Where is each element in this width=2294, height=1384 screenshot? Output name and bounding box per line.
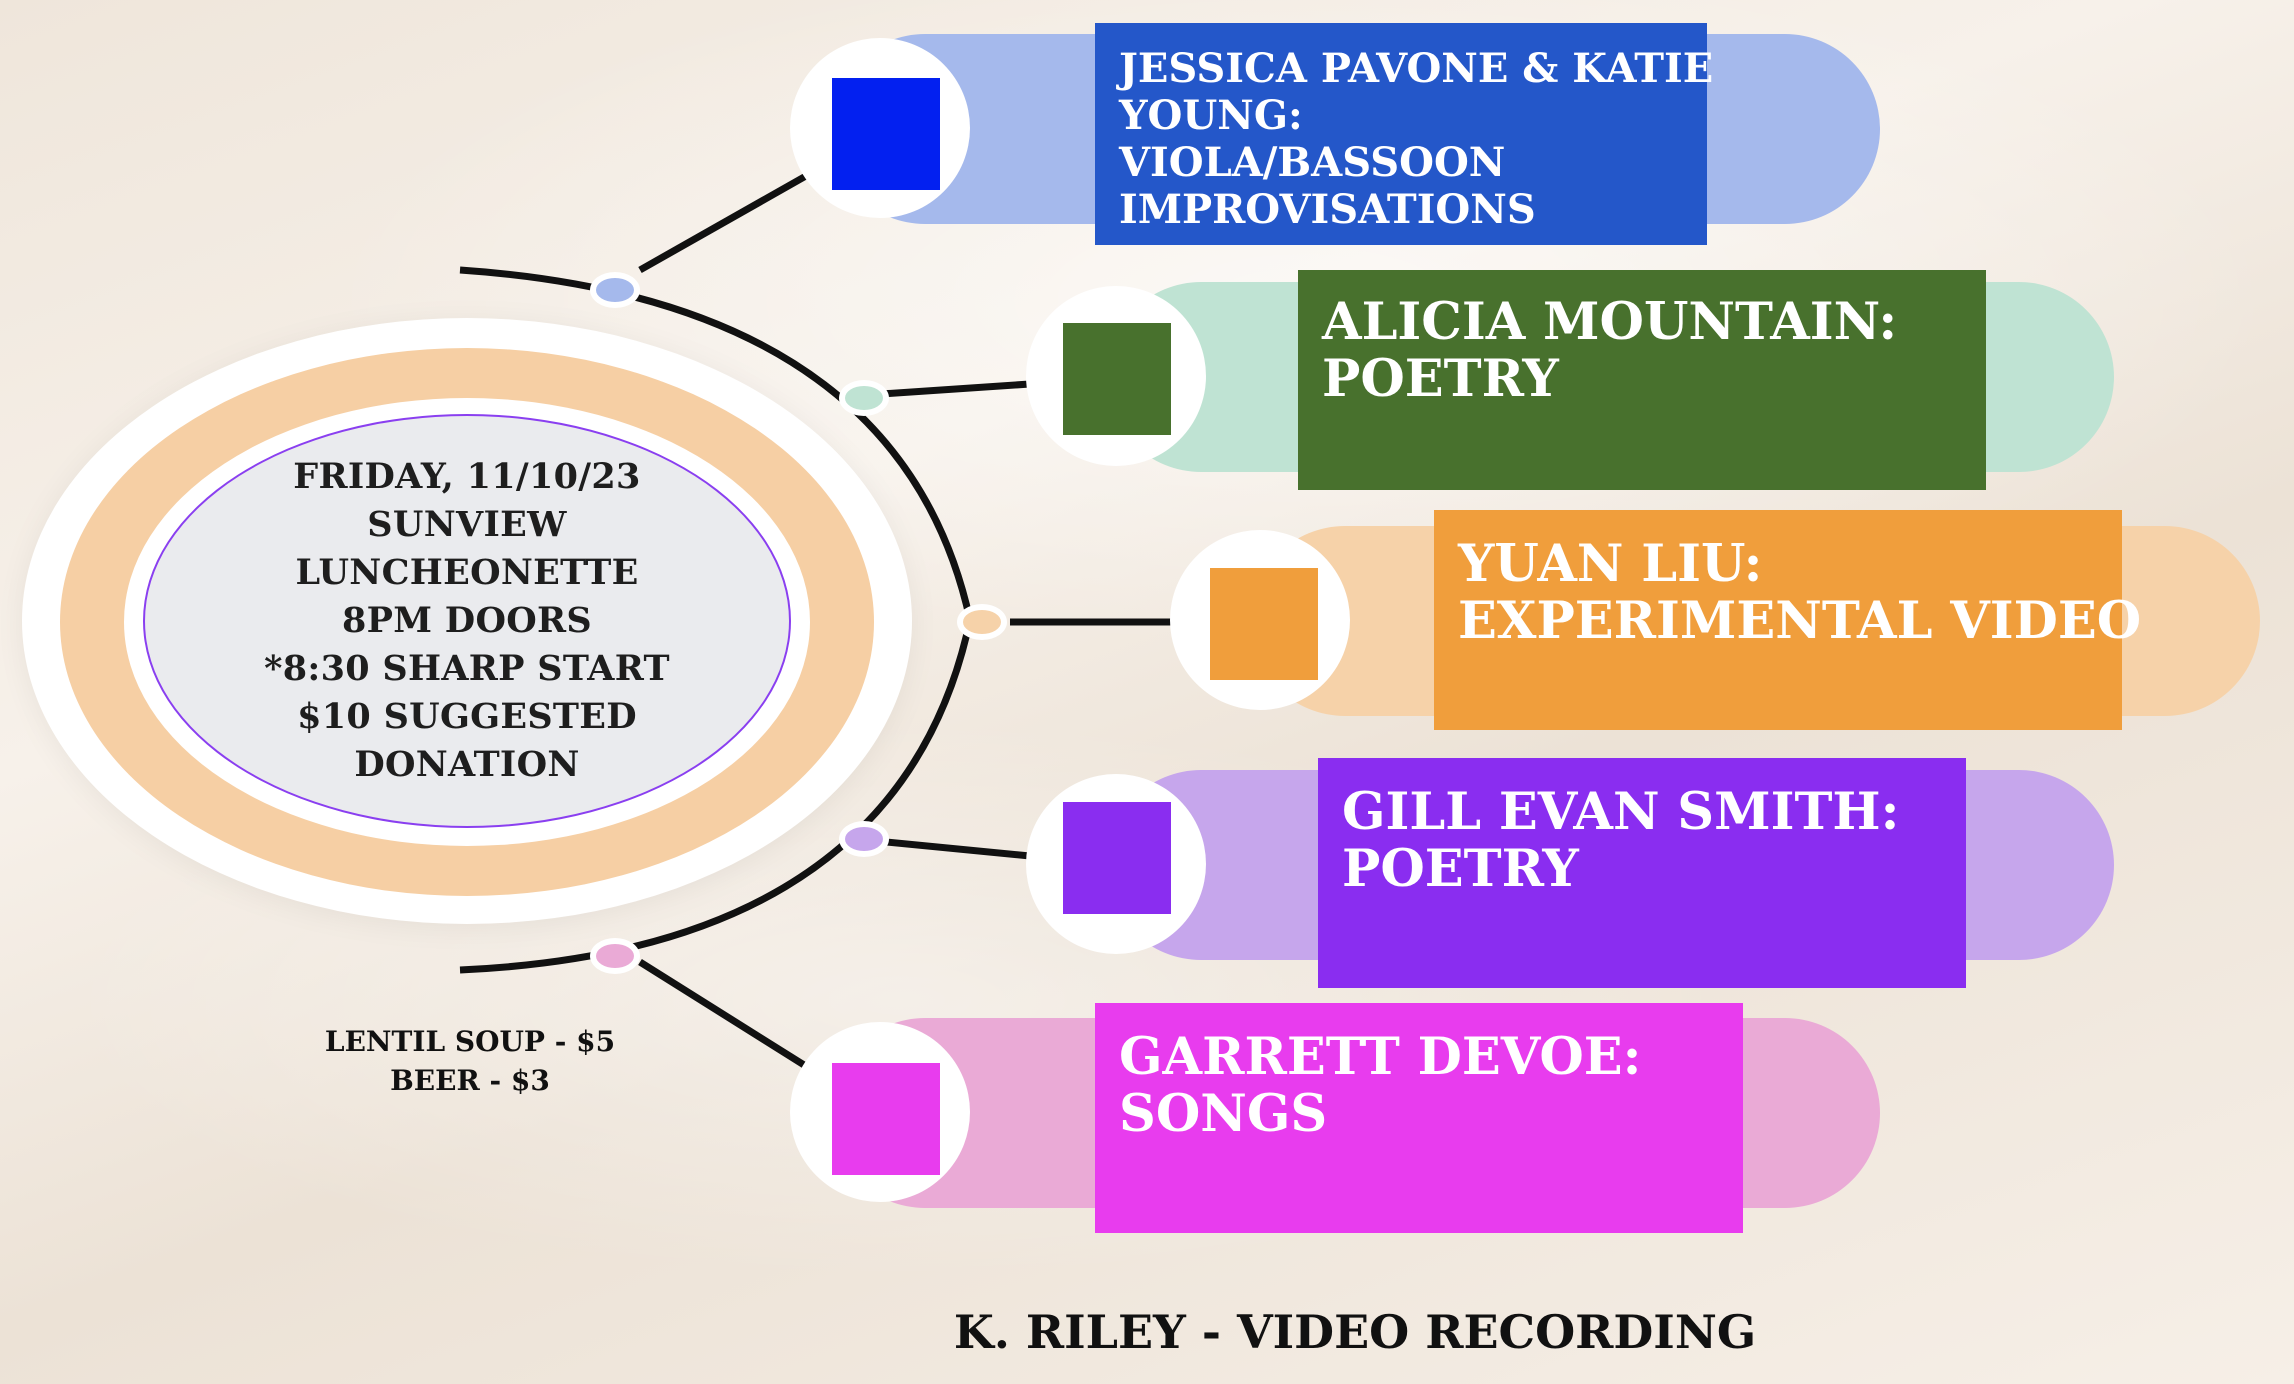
connector-branch-4 bbox=[865, 836, 1031, 860]
performer-1-marker bbox=[832, 78, 940, 190]
event-venue-line-2: LUNCHEONETTE bbox=[295, 552, 639, 593]
performer-2-marker bbox=[1063, 323, 1171, 435]
performer-5-line-2: SONGS bbox=[1119, 1084, 1328, 1144]
connector-dot-5 bbox=[596, 944, 634, 968]
performer-1-line-2: YOUNG: bbox=[1119, 92, 1303, 139]
performer-1-line-1: JESSICA PAVONE & KATIE bbox=[1119, 45, 1714, 92]
performer-3-marker bbox=[1210, 568, 1318, 680]
performer-1-line-4: IMPROVISATIONS bbox=[1119, 186, 1536, 233]
performer-5-card: GARRETT DEVOE: SONGS bbox=[1095, 1003, 1743, 1233]
performer-1-card: JESSICA PAVONE & KATIE YOUNG: VIOLA/BASS… bbox=[1095, 23, 1714, 245]
footer-credit: K. RILEY - VIDEO RECORDING bbox=[953, 1305, 1757, 1359]
event-donation-line-1: $10 SUGGESTED bbox=[297, 696, 637, 737]
connector-branch-5 bbox=[638, 959, 822, 1078]
event-start: *8:30 SHARP START bbox=[264, 648, 670, 689]
menu-item-soup: LENTIL SOUP - $5 bbox=[324, 1025, 616, 1058]
connector-dot-2 bbox=[845, 386, 883, 410]
menu-item-beer: BEER - $3 bbox=[390, 1064, 550, 1097]
performer-2-line-2: POETRY bbox=[1322, 349, 1559, 409]
performer-1-line-3: VIOLA/BASSOON bbox=[1119, 139, 1506, 186]
performer-4-line-2: POETRY bbox=[1342, 839, 1579, 899]
connector-branch-2 bbox=[865, 380, 1031, 399]
performer-3-card: YUAN LIU: EXPERIMENTAL VIDEO bbox=[1434, 510, 2142, 730]
connector-dot-4 bbox=[845, 827, 883, 851]
performer-4-card: GILL EVAN SMITH: POETRY bbox=[1318, 758, 1966, 988]
food-menu: LENTIL SOUP - $5 BEER - $3 bbox=[300, 1022, 640, 1100]
performer-5-line-1: GARRETT DEVOE: bbox=[1119, 1027, 1642, 1087]
connector-dot-3 bbox=[963, 610, 1001, 634]
performer-4-line-1: GILL EVAN SMITH: bbox=[1342, 782, 1900, 842]
event-details: FRIDAY, 11/10/23 SUNVIEW LUNCHEONETTE 8P… bbox=[143, 414, 791, 828]
connector-branch-1 bbox=[638, 164, 822, 274]
performer-2-line-1: ALICIA MOUNTAIN: bbox=[1322, 292, 1898, 352]
connector-dot-1 bbox=[596, 278, 634, 302]
performer-4-marker bbox=[1063, 802, 1171, 914]
event-doors: 8PM DOORS bbox=[342, 600, 592, 641]
performer-3-line-2: EXPERIMENTAL VIDEO bbox=[1458, 591, 2142, 651]
performer-3-line-1: YUAN LIU: bbox=[1458, 534, 1763, 594]
event-donation-line-2: DONATION bbox=[354, 744, 580, 785]
performer-5-marker bbox=[832, 1063, 940, 1175]
event-venue-line-1: SUNVIEW bbox=[367, 504, 567, 545]
performer-2-card: ALICIA MOUNTAIN: POETRY bbox=[1298, 270, 1986, 490]
event-date: FRIDAY, 11/10/23 bbox=[293, 456, 641, 497]
